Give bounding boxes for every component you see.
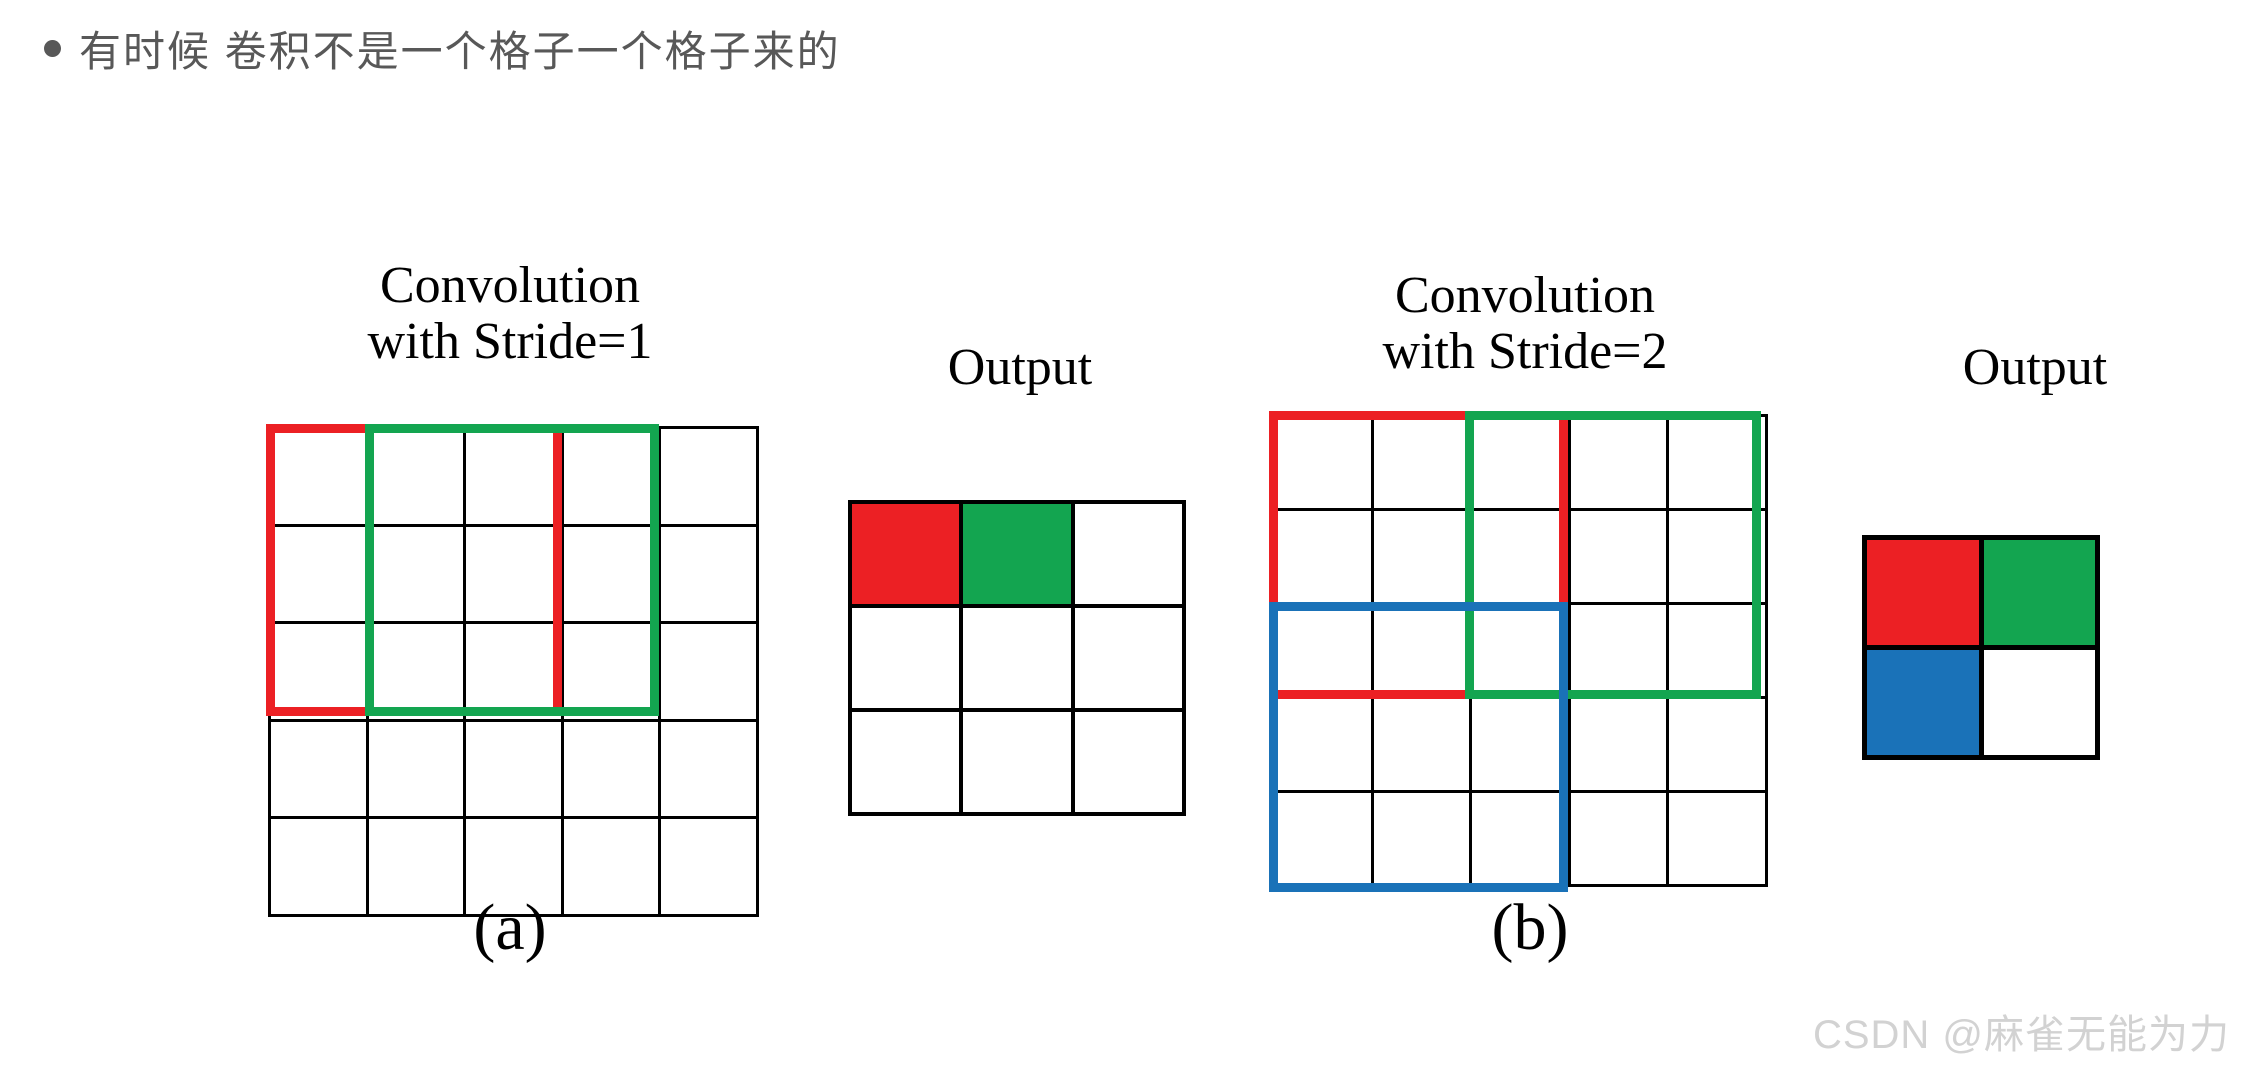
grid-cell [1570, 793, 1667, 884]
grid-cell [368, 429, 464, 524]
grid-cell [1472, 417, 1568, 508]
grid-cell [1570, 605, 1667, 696]
output-cell [852, 504, 960, 604]
panel-a-output-title: Output [947, 339, 1093, 396]
grid-cell [1570, 417, 1667, 508]
grid-cell [1669, 511, 1765, 602]
header-bullet-line: 有时候 卷积不是一个格子一个格子来的 [44, 18, 841, 79]
output-cell [963, 712, 1071, 812]
grid-cell [466, 721, 561, 817]
grid-cell [466, 429, 561, 524]
panel-b-input-grid [1272, 414, 1768, 887]
grid-cell [271, 429, 366, 524]
grid-cell [563, 429, 659, 524]
grid-cell [1472, 605, 1568, 696]
grid-cell [271, 624, 366, 719]
output-cell [1074, 504, 1182, 604]
grid-cell [466, 624, 561, 719]
grid-cell [1570, 511, 1667, 602]
panel-b-sub-label: (b) [1491, 891, 1569, 964]
panel-a-output-grid [848, 500, 1186, 816]
grid-cell [368, 819, 464, 914]
grid-cell [661, 819, 756, 914]
panel-b-output-grid [1862, 535, 2100, 760]
grid-cell [661, 526, 756, 622]
grid-cell [661, 624, 756, 719]
output-cell [852, 712, 960, 812]
grid-cell [1275, 699, 1371, 790]
panel-b-title: Convolution with Stride=2 [1382, 267, 1668, 380]
grid-cell [368, 526, 464, 622]
grid-cell [368, 721, 464, 817]
grid-cell [1373, 793, 1470, 884]
output-cell [1983, 650, 2095, 755]
grid-cell [1275, 417, 1371, 508]
grid-cell [271, 526, 366, 622]
grid-cell [563, 819, 659, 914]
bullet-icon [44, 40, 61, 57]
grid-cell [1275, 605, 1371, 696]
grid-cell [1570, 699, 1667, 790]
output-cell [1074, 712, 1182, 812]
grid-cell [1669, 417, 1765, 508]
output-cell [1867, 650, 1979, 755]
grid-cell [1472, 793, 1568, 884]
header-text: 有时候 卷积不是一个格子一个格子来的 [79, 28, 841, 75]
output-cell [963, 504, 1071, 604]
grid-cell [1472, 511, 1568, 602]
grid-cell [1373, 511, 1470, 602]
grid-cell [271, 721, 366, 817]
grid-cell [1373, 417, 1470, 508]
output-cell [1074, 608, 1182, 708]
grid-cell [466, 819, 561, 914]
output-cell [1867, 540, 1979, 645]
panel-a-title: Convolution with Stride=1 [367, 257, 653, 370]
grid-cell [1373, 699, 1470, 790]
grid-cell [466, 526, 561, 622]
grid-cell [1275, 511, 1371, 602]
grid-cell [1373, 605, 1470, 696]
grid-cell [1472, 699, 1568, 790]
grid-cell [563, 526, 659, 622]
grid-cell [1669, 699, 1765, 790]
panel-a-input-grid [268, 426, 759, 917]
grid-cell [271, 819, 366, 914]
output-cell [852, 608, 960, 708]
grid-cell [563, 624, 659, 719]
grid-cell [563, 721, 659, 817]
csdn-watermark: CSDN @麻雀无能为力 [1812, 1013, 2230, 1057]
grid-cell [368, 624, 464, 719]
grid-cell [1669, 605, 1765, 696]
output-cell [963, 608, 1071, 708]
grid-cell [661, 721, 756, 817]
grid-cell [661, 429, 756, 524]
grid-cell [1275, 793, 1371, 884]
output-cell [1983, 540, 2095, 645]
panel-b-output-title: Output [1962, 339, 2108, 396]
panel-a-sub-label: (a) [473, 891, 547, 964]
grid-cell [1669, 793, 1765, 884]
